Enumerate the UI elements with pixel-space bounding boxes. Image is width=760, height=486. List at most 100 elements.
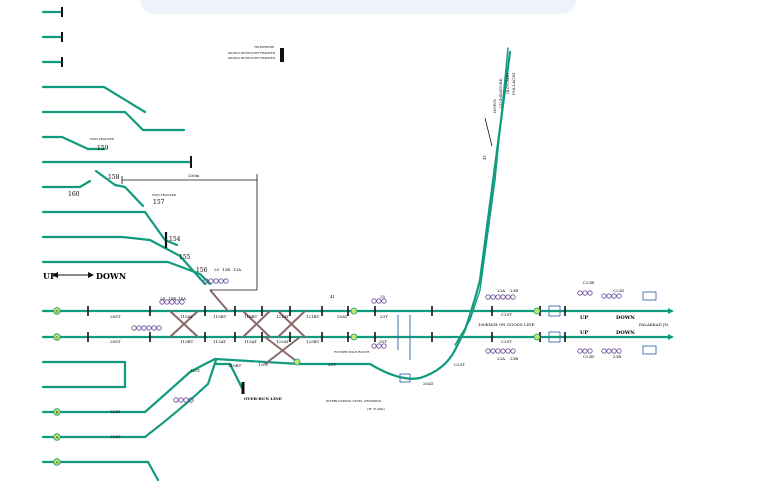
branch-line-pollachi bbox=[298, 50, 512, 380]
signal-20: 20 bbox=[214, 267, 220, 272]
down-line-end-arrow bbox=[668, 334, 674, 340]
signal-13b: 13B bbox=[222, 267, 230, 272]
siding-159-label: 159 bbox=[97, 145, 109, 152]
tc-down-1: 115BT bbox=[180, 339, 194, 344]
signal-14a: 14A bbox=[178, 296, 186, 301]
signal-group-f-2 bbox=[495, 294, 501, 300]
node-letter-2: B bbox=[56, 410, 59, 415]
signal-group-a-1 bbox=[164, 299, 170, 305]
junction-marker-3 bbox=[533, 333, 541, 341]
node-letter-3: A bbox=[55, 435, 59, 440]
signal-group-b-1 bbox=[136, 325, 142, 331]
junction-marker-2 bbox=[533, 307, 541, 315]
signal-group-h-0 bbox=[577, 290, 583, 296]
crossover-9 bbox=[209, 289, 229, 312]
signal-group-c-0 bbox=[203, 278, 209, 284]
header-banner bbox=[140, 0, 576, 14]
signal-25: 25 bbox=[380, 294, 386, 299]
signal-group-a-2 bbox=[169, 299, 175, 305]
junction-marker-4 bbox=[293, 358, 301, 366]
signal-group-i-1 bbox=[606, 293, 612, 299]
signal-group-b-2 bbox=[141, 325, 147, 331]
interlocking-note-2: ('B' CLASS) bbox=[367, 407, 385, 411]
signals-layer bbox=[131, 278, 657, 403]
node-letter-0: D bbox=[55, 309, 58, 314]
right-tag-1: 23B bbox=[510, 288, 518, 293]
node-markers: D C B A A bbox=[53, 307, 541, 466]
signal-group-g-5 bbox=[510, 348, 516, 354]
siding-track-156 bbox=[41, 260, 212, 286]
siding-detector-note-a: SIDING DETECTOR TRACKED bbox=[228, 51, 276, 55]
siding-track-159 bbox=[41, 135, 106, 151]
signal-group-e-2 bbox=[381, 343, 387, 349]
branch-4t-label: 4T bbox=[482, 154, 487, 160]
ct-down-label: C35T bbox=[501, 339, 512, 344]
signal-group-g-3 bbox=[500, 348, 506, 354]
signal-group-g-0 bbox=[485, 348, 491, 354]
signal-group-h-1 bbox=[582, 290, 588, 296]
signal-group-d-1 bbox=[376, 298, 382, 304]
signal-group-g-4 bbox=[505, 348, 511, 354]
tc-branch-2: 120T bbox=[258, 362, 269, 367]
right-down-label-top: DOWN bbox=[616, 315, 635, 321]
siding-track-154 bbox=[41, 235, 207, 286]
note-157: NON-TRACKED bbox=[152, 193, 177, 197]
signal-group-f-1 bbox=[490, 294, 496, 300]
signal-group-i-2 bbox=[611, 293, 617, 299]
dimension-label: 200m bbox=[188, 173, 200, 178]
siding-track-b bbox=[41, 110, 186, 132]
future-pole-route-note: FUTURE POLE ROUTE bbox=[334, 350, 370, 354]
signal-group-d-0 bbox=[371, 298, 377, 304]
crossover-layer bbox=[169, 289, 306, 365]
equip-box-1 bbox=[548, 305, 561, 317]
tc-up-4: 121AT bbox=[276, 314, 289, 319]
signal-group-f-4 bbox=[505, 294, 511, 300]
signal-group-a-4 bbox=[179, 299, 185, 305]
note-159: NON-TRACKED bbox=[90, 137, 115, 141]
up-label: UP bbox=[43, 271, 56, 281]
signal-group-b-4 bbox=[151, 325, 157, 331]
right-tag-6: C23D bbox=[583, 354, 594, 359]
direction-arrow-right bbox=[88, 272, 94, 278]
down-label: DOWN bbox=[96, 271, 126, 281]
tc-branch-5: C20T bbox=[454, 362, 465, 367]
signal-group-i-3 bbox=[616, 293, 622, 299]
node-letter-4: A bbox=[55, 460, 59, 465]
siding-154-label: 154 bbox=[169, 236, 181, 243]
loop-track-a bbox=[41, 358, 218, 439]
branch-arrow-line bbox=[484, 117, 493, 147]
right-up-label-top: UP bbox=[580, 315, 588, 321]
siding-track-157 bbox=[41, 210, 179, 247]
signal-group-f-0 bbox=[485, 294, 491, 300]
signal-group-d-2 bbox=[381, 298, 387, 304]
signal-group-k-1 bbox=[606, 348, 612, 354]
direction-arrow-left bbox=[52, 272, 58, 278]
label-layer: UP DOWN 159 158 160 157 154 155 156 TELE… bbox=[43, 45, 669, 439]
signal-group-c-4 bbox=[223, 278, 229, 284]
right-tag-2: 23A bbox=[497, 356, 505, 361]
tc-up-3: 116BT bbox=[244, 314, 258, 319]
branch-line-coimbatore bbox=[454, 47, 509, 346]
signal-group-e-1 bbox=[376, 343, 382, 349]
loop-label-1: 35AT bbox=[110, 434, 121, 439]
node-letter-1: C bbox=[55, 335, 58, 340]
tc-up-6: 35AT bbox=[337, 314, 348, 319]
node-marker-0 bbox=[53, 307, 61, 315]
tc-branch-4: 20AT bbox=[423, 381, 434, 386]
right-tag-4: C23B bbox=[583, 280, 594, 285]
tc-up-7: 23T bbox=[380, 314, 388, 319]
coimbatore-label: COIMBATORE bbox=[498, 78, 503, 108]
signal-group-c-3 bbox=[218, 278, 224, 284]
node-marker-2 bbox=[53, 408, 61, 416]
signal-group-c-2 bbox=[213, 278, 219, 284]
equip-box-5 bbox=[399, 373, 411, 383]
tc-down-0: 20ST bbox=[110, 339, 121, 344]
node-marker-3 bbox=[53, 433, 61, 441]
signal-group-g-1 bbox=[490, 348, 496, 354]
track-lines bbox=[41, 10, 674, 482]
interlocking-note-1: INTERLOCKING LEVEL CROSSING bbox=[326, 399, 382, 403]
tc-branch-1: 116BT bbox=[228, 363, 242, 368]
signal-group-a-0 bbox=[159, 299, 165, 305]
signal-group-k-2 bbox=[611, 348, 617, 354]
